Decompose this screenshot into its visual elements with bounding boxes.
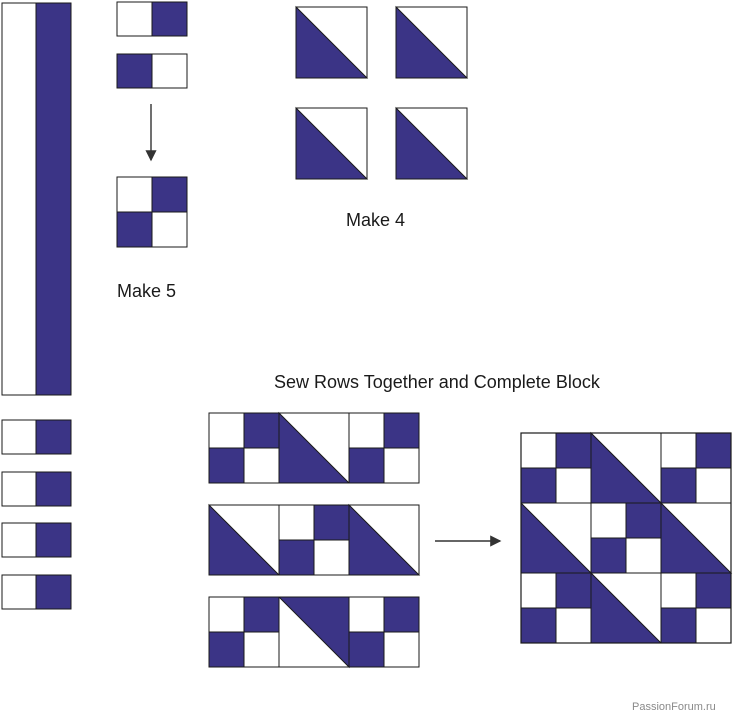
- strip-light: [1, 2, 37, 396]
- block-row-2: [208, 503, 421, 576]
- strip-segment: [1, 574, 72, 610]
- strip-segment: [1, 522, 72, 558]
- block-row-3: [208, 596, 420, 669]
- patch: [695, 572, 732, 609]
- half-square-triangle: [295, 106, 369, 180]
- patch: [208, 447, 245, 484]
- patch: [243, 412, 280, 449]
- patch: [695, 607, 732, 644]
- patch: [243, 596, 280, 633]
- segment-light: [1, 471, 37, 507]
- strip-dark: [35, 2, 72, 396]
- patch: [278, 539, 315, 576]
- hst-dark-triangle: [208, 503, 281, 576]
- half-square-triangle: [395, 106, 469, 180]
- patch-dark: [151, 1, 188, 37]
- completed-block: [520, 431, 733, 644]
- patch: [520, 467, 557, 504]
- patch: [625, 537, 662, 574]
- patch: [313, 504, 350, 541]
- patch: [590, 502, 627, 539]
- patch: [151, 176, 188, 213]
- patch: [660, 432, 697, 469]
- patch: [383, 412, 420, 449]
- patch: [116, 211, 153, 248]
- hst-dark-triangle: [278, 411, 351, 484]
- block-outline: [520, 432, 732, 644]
- patch: [348, 412, 385, 449]
- hst-dark-triangle: [295, 5, 369, 79]
- patch-dark: [116, 53, 153, 89]
- patch-light: [116, 1, 153, 37]
- hst-dark-triangle: [395, 106, 469, 180]
- patch: [243, 631, 280, 668]
- two-patch-unit: [116, 53, 188, 89]
- patch: [116, 176, 153, 213]
- block-row-1: [208, 411, 420, 484]
- patch: [520, 432, 557, 469]
- patch: [348, 596, 385, 633]
- segment-dark: [35, 419, 72, 455]
- patch: [555, 432, 592, 469]
- hst-dark-triangle: [348, 503, 421, 576]
- patch: [348, 447, 385, 484]
- half-square-triangle: [395, 5, 469, 79]
- watermark-text: PassionForum.ru: [632, 701, 716, 713]
- strip-segment: [1, 471, 72, 507]
- patch: [208, 596, 245, 633]
- patch: [383, 596, 420, 633]
- hst-dark-triangle: [295, 106, 369, 180]
- patch: [660, 572, 697, 609]
- four-patch-unit: [116, 176, 188, 248]
- strip-segment: [1, 419, 72, 455]
- patch: [243, 447, 280, 484]
- segment-dark: [35, 522, 72, 558]
- patch: [348, 631, 385, 668]
- sew-rows-label: Sew Rows Together and Complete Block: [274, 372, 600, 392]
- make-5-label: Make 5: [117, 281, 177, 301]
- segment-dark: [35, 471, 72, 507]
- patch: [520, 572, 557, 609]
- patch: [278, 504, 315, 541]
- segment-light: [1, 574, 37, 610]
- long-strip-set: [1, 2, 72, 396]
- segment-dark: [35, 574, 72, 610]
- segment-light: [1, 522, 37, 558]
- patch: [151, 211, 188, 248]
- patch: [625, 502, 662, 539]
- patch: [660, 467, 697, 504]
- make-4-label: Make 4: [346, 210, 406, 230]
- patch: [208, 631, 245, 668]
- patch: [383, 447, 420, 484]
- patch: [590, 537, 627, 574]
- patch: [555, 607, 592, 644]
- hst-dark-triangle: [395, 5, 469, 79]
- patch: [660, 607, 697, 644]
- segment-light: [1, 419, 37, 455]
- patch: [208, 412, 245, 449]
- patch: [695, 467, 732, 504]
- patch: [313, 539, 350, 576]
- patch: [695, 432, 732, 469]
- patch: [555, 467, 592, 504]
- patch: [555, 572, 592, 609]
- two-patch-unit: [116, 1, 188, 37]
- patch: [520, 607, 557, 644]
- patch-light: [151, 53, 188, 89]
- patch: [383, 631, 420, 668]
- half-square-triangle: [295, 5, 369, 79]
